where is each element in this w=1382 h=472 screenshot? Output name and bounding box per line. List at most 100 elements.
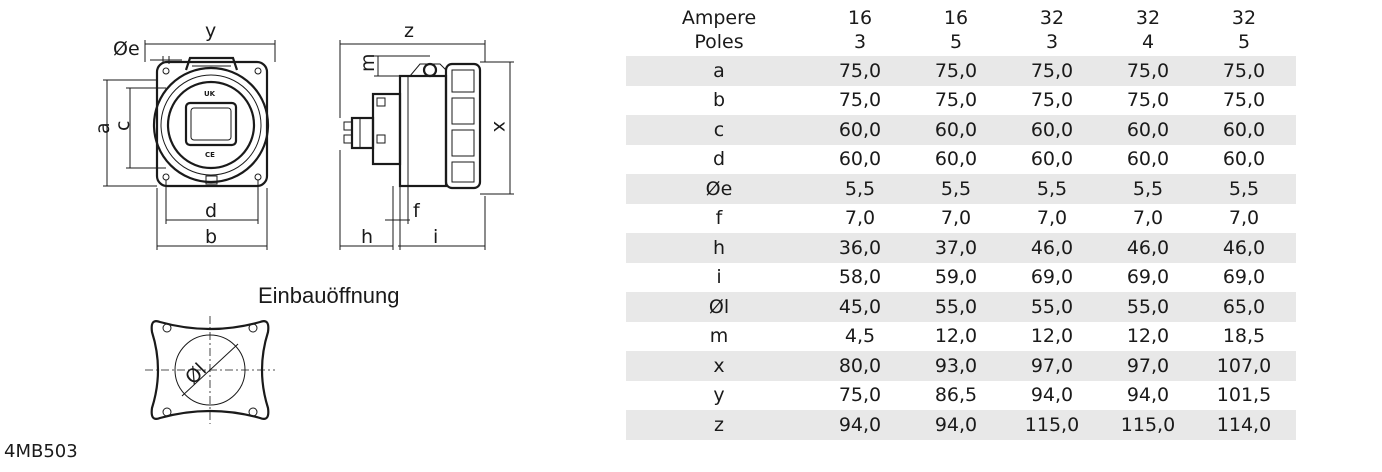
dim-label-oe: Øe xyxy=(113,38,140,60)
cell-value: 7,0 xyxy=(1228,207,1260,230)
poles-label: Poles xyxy=(694,31,744,53)
dimension-table: Ampere Poles 16 3 16 5 32 3 32 4 32 5 a … xyxy=(626,6,1296,440)
column-header: 32 3 xyxy=(1004,6,1100,56)
column-poles: 3 xyxy=(853,31,867,53)
cell-value: 12,0 xyxy=(1126,325,1170,348)
cell-value: 75,0 xyxy=(838,384,882,407)
cell-value: 60,0 xyxy=(934,118,978,141)
cell-value: 101,5 xyxy=(1216,384,1272,407)
cell-value: 36,0 xyxy=(838,236,882,259)
cell-value: 58,0 xyxy=(838,266,882,289)
dim-label-i: i xyxy=(433,226,438,248)
cell-value: 75,0 xyxy=(934,59,978,82)
table-row: h 36,0 37,0 46,0 46,0 46,0 xyxy=(626,233,1296,263)
cell-value: 69,0 xyxy=(1126,266,1170,289)
table-row: z 94,0 94,0 115,0 115,0 114,0 xyxy=(626,410,1296,440)
column-poles: 5 xyxy=(1237,31,1251,53)
cell-value: 107,0 xyxy=(1216,354,1272,377)
cell-value: 60,0 xyxy=(1222,118,1266,141)
row-label: f xyxy=(715,207,723,230)
cell-value: 5,5 xyxy=(844,177,876,200)
cell-value: 59,0 xyxy=(934,266,978,289)
dim-label-c: c xyxy=(112,121,134,131)
row-label: d xyxy=(712,148,726,171)
cell-value: 75,0 xyxy=(1126,89,1170,112)
cell-value: 7,0 xyxy=(940,207,972,230)
cell-value: 65,0 xyxy=(1222,295,1266,318)
table-row: y 75,0 86,5 94,0 94,0 101,5 xyxy=(626,381,1296,411)
cell-value: 55,0 xyxy=(934,295,978,318)
cell-value: 69,0 xyxy=(1030,266,1074,289)
cell-value: 69,0 xyxy=(1222,266,1266,289)
row-label: m xyxy=(709,325,729,348)
ampere-label: Ampere xyxy=(681,7,757,29)
row-label: Øe xyxy=(705,177,733,200)
cell-value: 115,0 xyxy=(1120,413,1176,436)
cell-value: 94,0 xyxy=(934,413,978,436)
cell-value: 12,0 xyxy=(1030,325,1074,348)
cell-value: 94,0 xyxy=(838,413,882,436)
column-poles: 4 xyxy=(1141,31,1155,53)
row-label: z xyxy=(714,413,724,436)
row-label: y xyxy=(713,384,725,407)
column-header: 32 4 xyxy=(1100,6,1196,56)
cell-value: 46,0 xyxy=(1222,236,1266,259)
table-header: Ampere Poles 16 3 16 5 32 3 32 4 32 5 xyxy=(626,6,1296,56)
cell-value: 97,0 xyxy=(1126,354,1170,377)
front-view: UK CE y Øe a c d b xyxy=(92,20,276,250)
technical-drawing: UK CE y Øe a c d b xyxy=(92,20,514,424)
cell-value: 45,0 xyxy=(838,295,882,318)
table-row: Øl 45,0 55,0 55,0 55,0 65,0 xyxy=(626,292,1296,322)
row-label: c xyxy=(713,118,725,141)
column-poles: 5 xyxy=(949,31,963,53)
cell-value: 93,0 xyxy=(934,354,978,377)
dim-label-a: a xyxy=(92,122,114,134)
cell-value: 75,0 xyxy=(838,59,882,82)
cell-value: 5,5 xyxy=(1036,177,1068,200)
cell-value: 75,0 xyxy=(1222,59,1266,82)
cell-value: 94,0 xyxy=(1126,384,1170,407)
dim-label-ol: Øl xyxy=(181,359,211,389)
cell-value: 5,5 xyxy=(1132,177,1164,200)
table-row: c 60,0 60,0 60,0 60,0 60,0 xyxy=(626,115,1296,145)
table-row: m 4,5 12,0 12,0 12,0 18,5 xyxy=(626,322,1296,352)
cell-value: 60,0 xyxy=(838,148,882,171)
cell-value: 115,0 xyxy=(1024,413,1080,436)
cell-value: 37,0 xyxy=(934,236,978,259)
cell-value: 75,0 xyxy=(1030,89,1074,112)
row-label: Øl xyxy=(708,295,730,318)
cell-value: 60,0 xyxy=(1126,118,1170,141)
dim-label-z: z xyxy=(404,20,414,42)
cell-value: 86,5 xyxy=(934,384,978,407)
column-poles: 3 xyxy=(1045,31,1059,53)
cell-value: 114,0 xyxy=(1216,413,1272,436)
table-row: x 80,0 93,0 97,0 97,0 107,0 xyxy=(626,351,1296,381)
cell-value: 60,0 xyxy=(1030,148,1074,171)
cell-value: 75,0 xyxy=(1126,59,1170,82)
cell-value: 46,0 xyxy=(1030,236,1074,259)
cutout-caption: Einbauöffnung xyxy=(258,283,400,308)
cell-value: 7,0 xyxy=(1132,207,1164,230)
cell-value: 12,0 xyxy=(934,325,978,348)
table-row: b 75,0 75,0 75,0 75,0 75,0 xyxy=(626,86,1296,116)
row-label: i xyxy=(716,266,722,289)
dim-label-f: f xyxy=(413,200,421,222)
table-row: d 60,0 60,0 60,0 60,0 60,0 xyxy=(626,145,1296,175)
cell-value: 7,0 xyxy=(1036,207,1068,230)
cell-value: 60,0 xyxy=(934,148,978,171)
column-header: 32 5 xyxy=(1196,6,1292,56)
cell-value: 80,0 xyxy=(838,354,882,377)
cell-value: 5,5 xyxy=(940,177,972,200)
product-code: 4MB503 xyxy=(4,441,78,462)
dim-label-h: h xyxy=(361,226,373,248)
cell-value: 94,0 xyxy=(1030,384,1074,407)
cell-value: 97,0 xyxy=(1030,354,1074,377)
cutout-view: Øl xyxy=(145,316,275,424)
table-body: a 75,0 75,0 75,0 75,0 75,0 b 75,0 75,0 7… xyxy=(626,56,1296,440)
cell-value: 75,0 xyxy=(838,89,882,112)
cell-value: 46,0 xyxy=(1126,236,1170,259)
table-row: i 58,0 59,0 69,0 69,0 69,0 xyxy=(626,263,1296,293)
table-row: Øe 5,5 5,5 5,5 5,5 5,5 xyxy=(626,174,1296,204)
column-ampere: 16 xyxy=(847,7,873,29)
table-row: f 7,0 7,0 7,0 7,0 7,0 xyxy=(626,204,1296,234)
